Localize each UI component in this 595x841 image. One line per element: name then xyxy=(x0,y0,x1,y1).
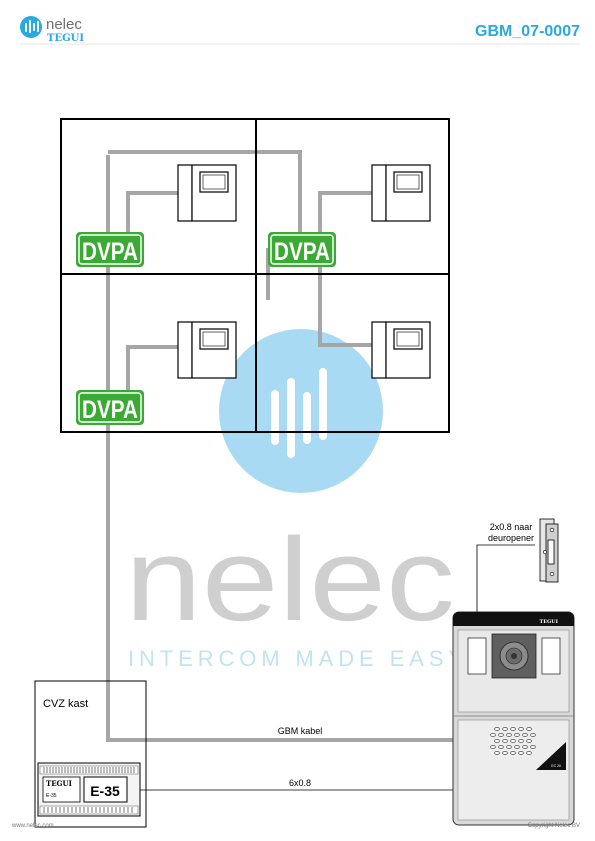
brand-top: nelec xyxy=(46,16,82,33)
door-station-led-right xyxy=(541,637,561,675)
lock-cable-label-2: deuropener xyxy=(488,533,534,543)
document-code: GBM_07-0007 xyxy=(475,23,580,40)
apartment-grid xyxy=(60,118,450,433)
bus-trunk-wire xyxy=(106,155,453,742)
bus-monitor-2-wire xyxy=(318,191,372,347)
cvz-cabinet: CVZ kast xyxy=(34,680,147,828)
dvpa-label: DVPA xyxy=(82,238,138,266)
footer-website: www.nelec.com xyxy=(11,823,54,829)
monitor-unit xyxy=(177,321,237,379)
dvpa-badge: DVPA xyxy=(76,232,144,267)
monitor-unit xyxy=(177,164,237,222)
door-station-brand: TEGUI xyxy=(539,619,558,625)
dvpa-label: DVPA xyxy=(82,396,138,424)
thin-cables xyxy=(140,544,535,791)
door-station: TEGUI EC 20 xyxy=(452,611,575,826)
e35-power-supply: TEGUI E-35 E-35 xyxy=(37,762,141,817)
brand-bottom: TEGUI xyxy=(47,33,84,44)
header: nelec TEGUI GBM_07-0007 xyxy=(20,16,580,45)
psu-brand: TEGUI xyxy=(46,779,72,788)
door-opener xyxy=(539,518,559,583)
screw-icon xyxy=(549,571,555,577)
nelec-logo: nelec TEGUI xyxy=(20,16,84,44)
cvz-cabinet-title: CVZ kast xyxy=(43,698,88,710)
watermark-tagline: INTERCOM MADE EASY xyxy=(128,646,463,671)
bus-cable-label: GBM kabel xyxy=(278,726,323,736)
lock-cable-label-1: 2x0.8 naar xyxy=(490,522,533,532)
psu-small-model: E-35 xyxy=(46,793,57,799)
screw-icon xyxy=(543,550,547,554)
dvpa-label: DVPA xyxy=(274,238,330,266)
bus-top-branch-wire xyxy=(108,150,302,250)
lock-cable xyxy=(476,544,535,613)
watermark-word: nelec xyxy=(125,514,455,646)
watermark: nelec INTERCOM MADE EASY xyxy=(125,329,463,671)
psu-model: E-35 xyxy=(90,783,120,799)
power-cable-label: 6x0.8 xyxy=(289,778,311,788)
dvpa-badge: DVPA xyxy=(268,232,336,267)
dvpa-badge: DVPA xyxy=(76,390,144,425)
footer-copyright: Copyright Nelec BV xyxy=(528,823,580,829)
cvz-cabinet-box xyxy=(34,680,147,828)
bus-wiring xyxy=(106,150,453,742)
door-station-badge: EC 20 xyxy=(551,764,561,768)
apartment-bottom-right xyxy=(255,273,450,433)
watermark-logo-circle xyxy=(219,329,383,493)
bus-monitor-1-wire xyxy=(126,191,178,245)
speaker-grille-icon xyxy=(490,727,536,755)
door-station-led-left xyxy=(467,637,487,675)
door-station-badge-triangle xyxy=(536,742,566,770)
screw-icon xyxy=(549,527,555,533)
monitor-unit xyxy=(371,164,431,222)
monitor-unit xyxy=(371,321,431,379)
bus-monitor-3-wire xyxy=(126,345,178,400)
